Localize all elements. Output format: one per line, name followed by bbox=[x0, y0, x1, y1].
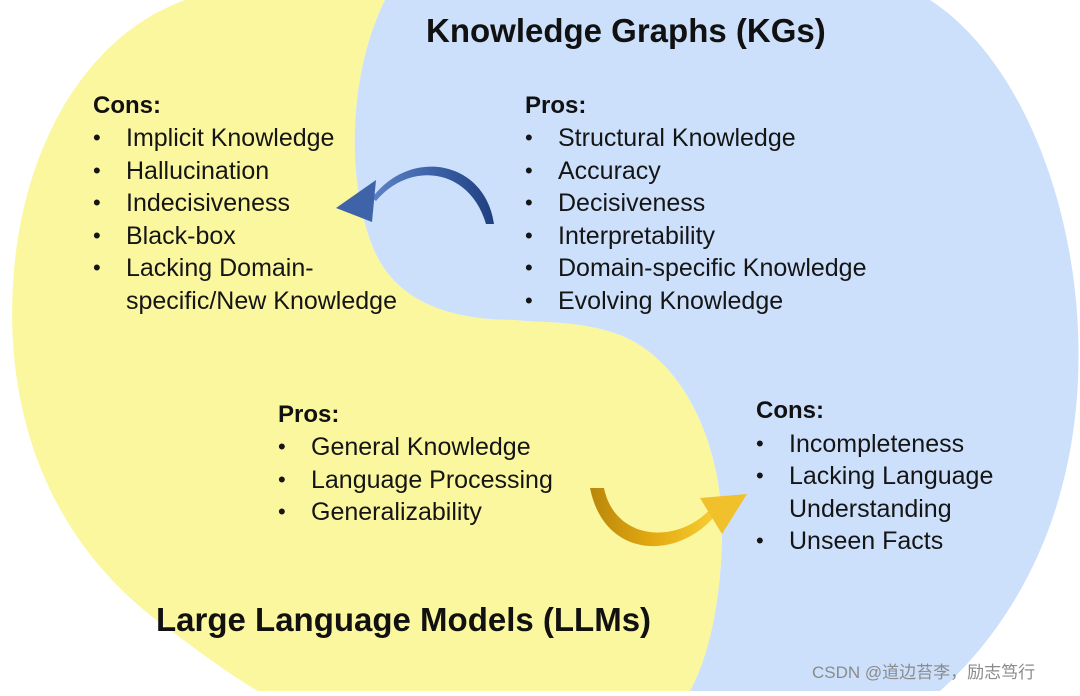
llm-cons-item: Indecisiveness bbox=[126, 189, 290, 217]
bullet-icon: • bbox=[756, 528, 764, 553]
llm-cons-item: Lacking Domain- bbox=[126, 254, 314, 282]
bullet-icon: • bbox=[93, 223, 101, 248]
kg-pros-item: Decisiveness bbox=[558, 189, 706, 217]
kg-cons-item: Lacking Language bbox=[789, 462, 994, 490]
kg-cons-item-continued: Understanding bbox=[789, 495, 952, 523]
llm-pros-item: Language Processing bbox=[311, 466, 553, 494]
bullet-icon: • bbox=[93, 125, 101, 150]
kg-pros-item: Accuracy bbox=[558, 157, 661, 185]
bullet-icon: • bbox=[278, 434, 286, 459]
bullet-icon: • bbox=[756, 431, 764, 456]
bullet-icon: • bbox=[93, 190, 101, 215]
bullet-icon: • bbox=[525, 190, 533, 215]
bullet-icon: • bbox=[278, 467, 286, 492]
llm-pros-heading: Pros: bbox=[278, 401, 340, 428]
bullet-icon: • bbox=[525, 223, 533, 248]
kg-pros-item: Evolving Knowledge bbox=[558, 287, 784, 315]
gold-curved-arrow-icon bbox=[590, 488, 747, 547]
kg-region bbox=[354, 0, 1079, 691]
kg-pros-item: Domain-specific Knowledge bbox=[558, 254, 867, 282]
bullet-icon: • bbox=[525, 255, 533, 280]
bullet-icon: • bbox=[525, 288, 533, 313]
bullet-icon: • bbox=[756, 463, 764, 488]
kg-title: Knowledge Graphs (KGs) bbox=[426, 12, 826, 49]
llm-cons-heading: Cons: bbox=[93, 92, 161, 119]
kg-cons-item: Unseen Facts bbox=[789, 527, 944, 555]
llm-cons-item: Black-box bbox=[126, 222, 236, 250]
llm-pros-item: General Knowledge bbox=[311, 433, 531, 461]
bullet-icon: • bbox=[525, 125, 533, 150]
llm-pros-item: Generalizability bbox=[311, 498, 482, 526]
kg-pros-item: Structural Knowledge bbox=[558, 124, 796, 152]
llm-cons-item: Hallucination bbox=[126, 157, 270, 185]
bullet-icon: • bbox=[525, 158, 533, 183]
watermark: CSDN @道边苔李，励志笃行 bbox=[812, 663, 1036, 682]
llm-cons-item-continued: specific/New Knowledge bbox=[126, 287, 397, 315]
llm-region bbox=[12, 0, 723, 691]
llm-cons-item: Implicit Knowledge bbox=[126, 124, 335, 152]
bullet-icon: • bbox=[93, 158, 101, 183]
kg-cons-heading: Cons: bbox=[756, 397, 824, 424]
bullet-icon: • bbox=[93, 255, 101, 280]
blue-curved-arrow-icon bbox=[336, 166, 494, 224]
kg-pros-heading: Pros: bbox=[525, 92, 587, 119]
kg-pros-item: Interpretability bbox=[558, 222, 716, 250]
kg-cons-item: Incompleteness bbox=[789, 430, 965, 458]
bullet-icon: • bbox=[278, 499, 286, 524]
llm-title: Large Language Models (LLMs) bbox=[156, 601, 652, 638]
